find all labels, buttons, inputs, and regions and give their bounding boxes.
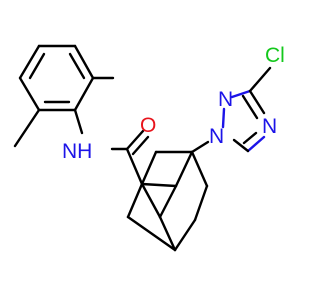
adamantane-cage [126,150,209,252]
ring-double-bond [68,52,86,80]
chlorotriazole-ring [221,66,272,153]
cage-bond [190,150,209,188]
cage-bond [174,150,194,188]
chlorine-label: Cl [265,44,285,67]
triazole-bond [230,89,252,99]
triazole-bond [248,89,266,115]
molecule-drawing: O NH N N N Cl [13,44,285,252]
triazole-bond [221,107,226,129]
ring-bond [18,76,41,112]
cage-bond [140,182,178,188]
cage-bond [140,182,162,219]
cage-bond [158,215,177,252]
ring-double-bond [28,52,46,80]
triazole-n1-label: N [209,125,224,148]
structure-diagram: O NH N N N Cl [13,44,285,252]
carbonyl-double-bond [125,129,145,151]
triazole-double-bond [242,131,258,145]
cage-bond [140,150,158,186]
cage-bond [193,184,209,222]
cage-bond [158,184,178,219]
triazole-double-bond [241,94,259,120]
ring-bond [73,76,95,112]
cage-bond [126,215,177,252]
dimethylphenyl-ring [18,44,95,112]
aryl-n-bond [73,108,84,135]
oxygen-label: O [140,114,156,137]
triazole-bond [232,138,250,153]
cage-triazole-bond [190,140,210,154]
amide-nh-label: NH [62,140,92,163]
ring-bond [18,44,41,80]
triazole-n2-label: N [218,88,233,111]
triazole-n4-label: N [262,115,277,138]
cage-bond [173,218,197,252]
carbonyl-double-bond [131,135,150,156]
methyl-bond-lower [13,108,41,148]
triazole-bond [246,135,266,153]
c-cl-bond [248,66,272,93]
cage-bond [126,182,144,219]
carbonyl-cage-bond [125,147,144,186]
ring-bond [73,44,95,80]
